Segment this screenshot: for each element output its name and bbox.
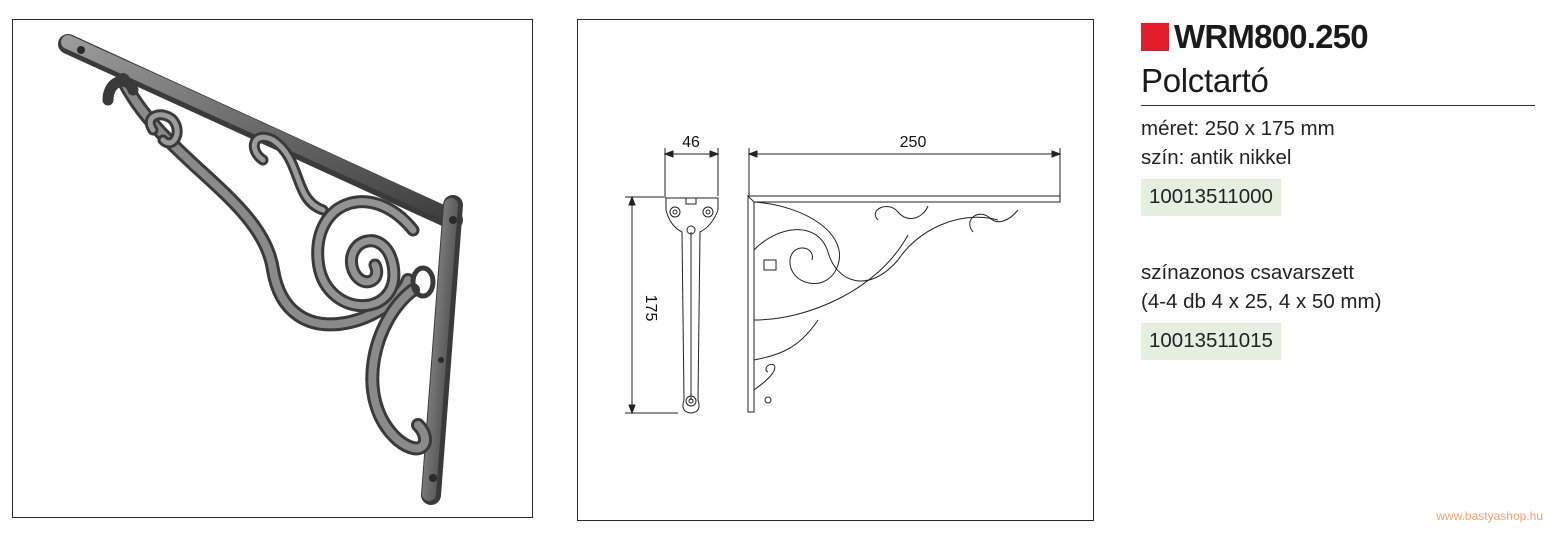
product-sku: 10013511000 bbox=[1141, 179, 1281, 216]
product-code: WRM800.250 bbox=[1174, 18, 1369, 55]
screw-kit-title: színazonos csavarszett bbox=[1141, 261, 1355, 284]
height-dimension-label: 175 bbox=[642, 295, 659, 322]
technical-drawing: 46 250 175 bbox=[577, 19, 1094, 521]
size-line: méret: 250 x 175 mm bbox=[1141, 117, 1335, 140]
bracket-photo-illustration bbox=[58, 34, 463, 505]
dimension-drawing: 46 250 175 bbox=[625, 134, 1062, 415]
red-square-icon bbox=[1141, 23, 1169, 51]
screw-kit-detail: (4-4 db 4 x 25, 4 x 50 mm) bbox=[1141, 290, 1382, 313]
watermark: www.bastyashop.hu bbox=[1436, 509, 1543, 523]
color-line: szín: antik nikkel bbox=[1141, 146, 1292, 169]
screw-kit-sku: 10013511015 bbox=[1141, 323, 1281, 360]
width-dimension-label: 46 bbox=[682, 134, 700, 151]
product-photo bbox=[12, 19, 533, 518]
screw-kit-block: színazonos csavarszett (4-4 db 4 x 25, 4… bbox=[1141, 258, 1535, 360]
product-header: WRM800.250 bbox=[1141, 18, 1535, 56]
product-name: Polctartó bbox=[1141, 61, 1535, 106]
length-dimension-label: 250 bbox=[900, 134, 927, 151]
product-info: WRM800.250 Polctartó méret: 250 x 175 mm… bbox=[1141, 18, 1535, 360]
spec-block: méret: 250 x 175 mm szín: antik nikkel 1… bbox=[1141, 114, 1535, 216]
